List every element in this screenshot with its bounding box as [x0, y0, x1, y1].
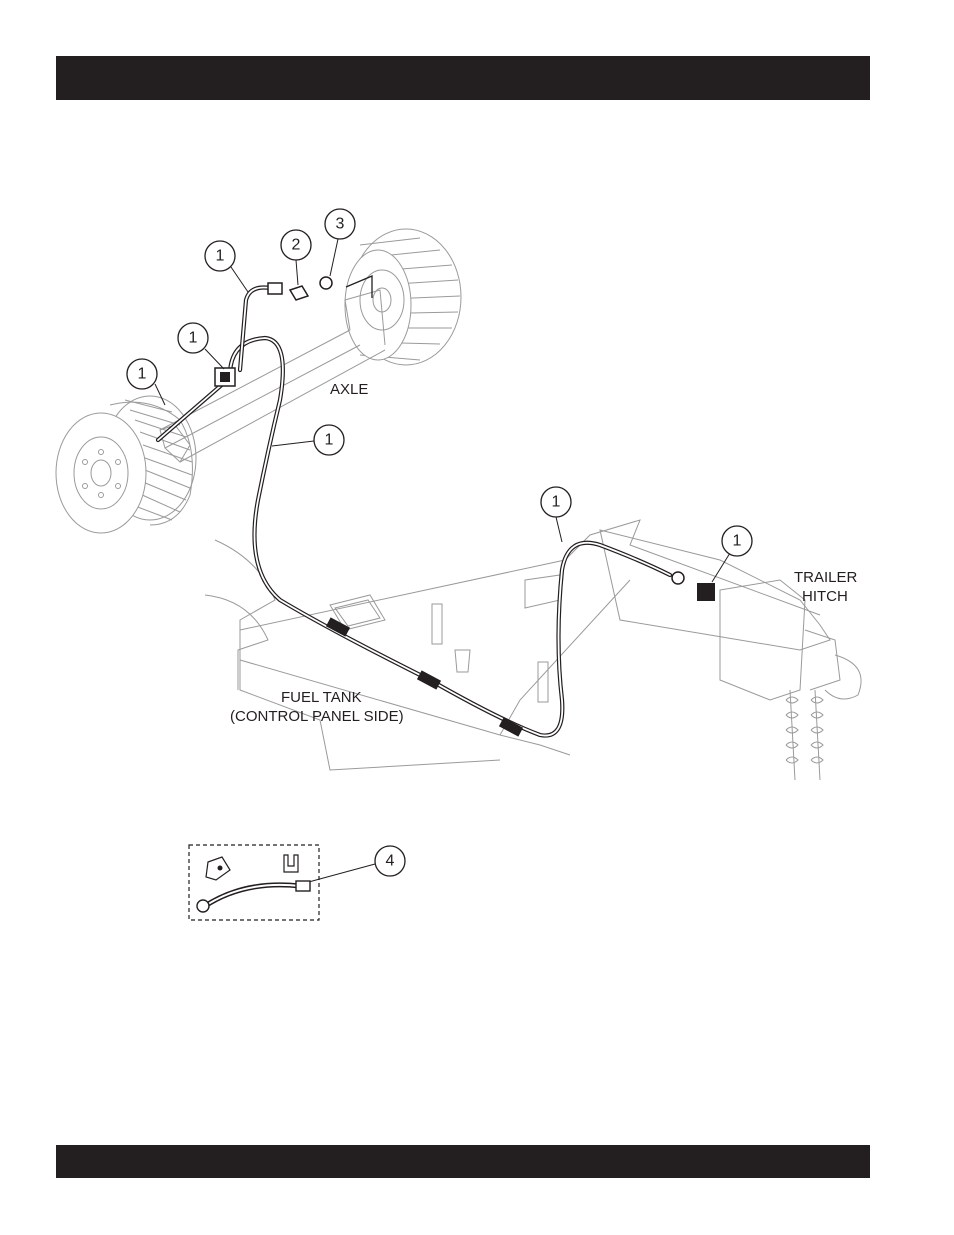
svg-text:1: 1: [325, 432, 334, 449]
svg-text:1: 1: [216, 248, 225, 265]
callout-1-tee-fitting: 1: [178, 323, 208, 353]
callout-1-hose-upper: 1: [205, 241, 235, 271]
callout-1-hitch-hose: 1: [541, 487, 571, 517]
fuel-tank-label-line1: FUEL TANK: [281, 689, 362, 706]
callout-1-main-hose: 1: [314, 425, 344, 455]
fuel-tank-label-line2: (CONTROL PANEL SIDE): [230, 708, 404, 725]
svg-text:1: 1: [552, 494, 561, 511]
callout-4-kit: 4: [375, 846, 405, 876]
fuel-hose-fittings: [215, 277, 715, 737]
svg-text:1: 1: [733, 533, 742, 550]
right-wheel: [345, 229, 461, 365]
axle-label: AXLE: [330, 381, 368, 398]
left-wheel: [56, 396, 196, 533]
svg-text:4: 4: [386, 853, 395, 870]
callout-3-fitting: 3: [325, 209, 355, 239]
svg-text:1: 1: [138, 366, 147, 383]
callout-2-fitting: 2: [281, 230, 311, 260]
hose-kit-box: [189, 845, 319, 920]
svg-text:2: 2: [292, 237, 301, 254]
svg-text:3: 3: [336, 216, 345, 233]
callout-1-axle-hose: 1: [127, 359, 157, 389]
callout-1-hitch-fitting: 1: [722, 526, 752, 556]
trailer-hitch: [600, 530, 861, 780]
svg-text:1: 1: [189, 330, 198, 347]
trailer-hitch-label-line1: TRAILER: [794, 569, 858, 586]
trailer-hitch-label-line2: HITCH: [802, 588, 848, 605]
